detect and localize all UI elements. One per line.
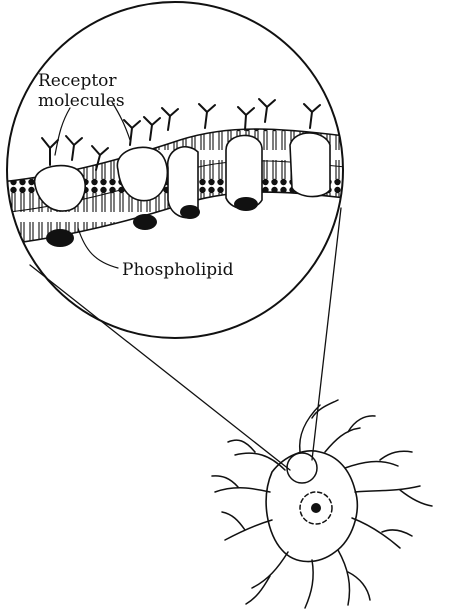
magnified-view [0, 2, 345, 338]
membrane-zoom-ring [287, 453, 317, 483]
neuron-cell [212, 400, 432, 608]
receptor-label-line2: molecules [38, 91, 125, 111]
dendrites [212, 400, 432, 608]
nucleolus [311, 503, 321, 513]
phospholipid-label: Phospholipid [122, 260, 234, 280]
zoom-lines [30, 208, 341, 470]
receptor-label-line1: Receptor [38, 71, 117, 91]
